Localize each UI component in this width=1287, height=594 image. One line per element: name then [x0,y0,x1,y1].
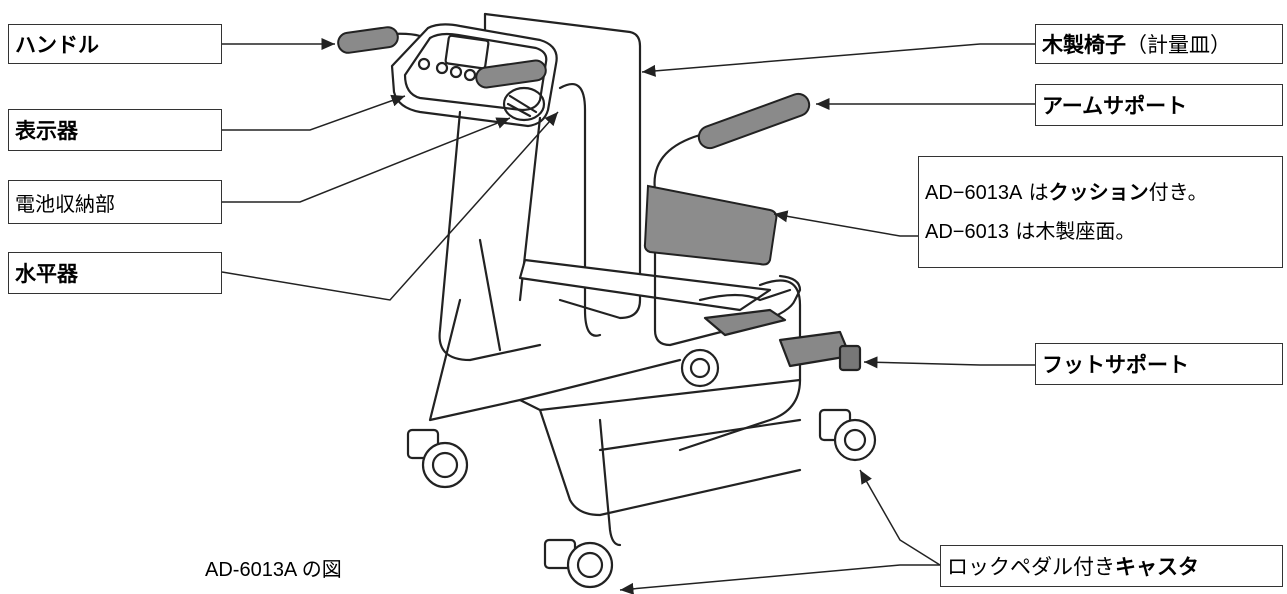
caster-front-left [406,428,469,489]
label-battery-compartment: 電池収納部 [8,180,222,224]
arm-support-grip [697,92,811,150]
handle-grip-left [337,26,399,54]
grips [337,26,811,150]
label-handle: ハンドル [8,24,222,64]
label-caster: ロックペダル付きキャスタ [940,545,1283,587]
label-foot-support: フットサポート [1035,343,1283,385]
seat-cushion [643,184,778,266]
figure-caption: AD-6013A の図 [205,559,342,581]
caster-front-middle [543,538,614,589]
chair-drawing [343,12,877,589]
caster-rear-right [818,408,877,462]
cushion-note-line-2: AD−6013 は木製座面。 [925,219,1136,243]
label-display: 表示器 [8,109,222,151]
caster-rear-middle [680,348,720,388]
label-cushion-note: AD−6013A はクッション付き。 AD−6013 は木製座面。 [918,156,1283,268]
label-wooden-chair: 木製椅子（計量皿） [1035,24,1283,64]
foot-plate-left [703,308,787,337]
leader-lines [221,38,1035,594]
cushion-note-line-1: AD−6013A はクッション付き。 [925,180,1208,204]
handle-grip-right [475,59,547,89]
label-level: 水平器 [8,252,222,294]
label-arm-support: アームサポート [1035,84,1283,126]
